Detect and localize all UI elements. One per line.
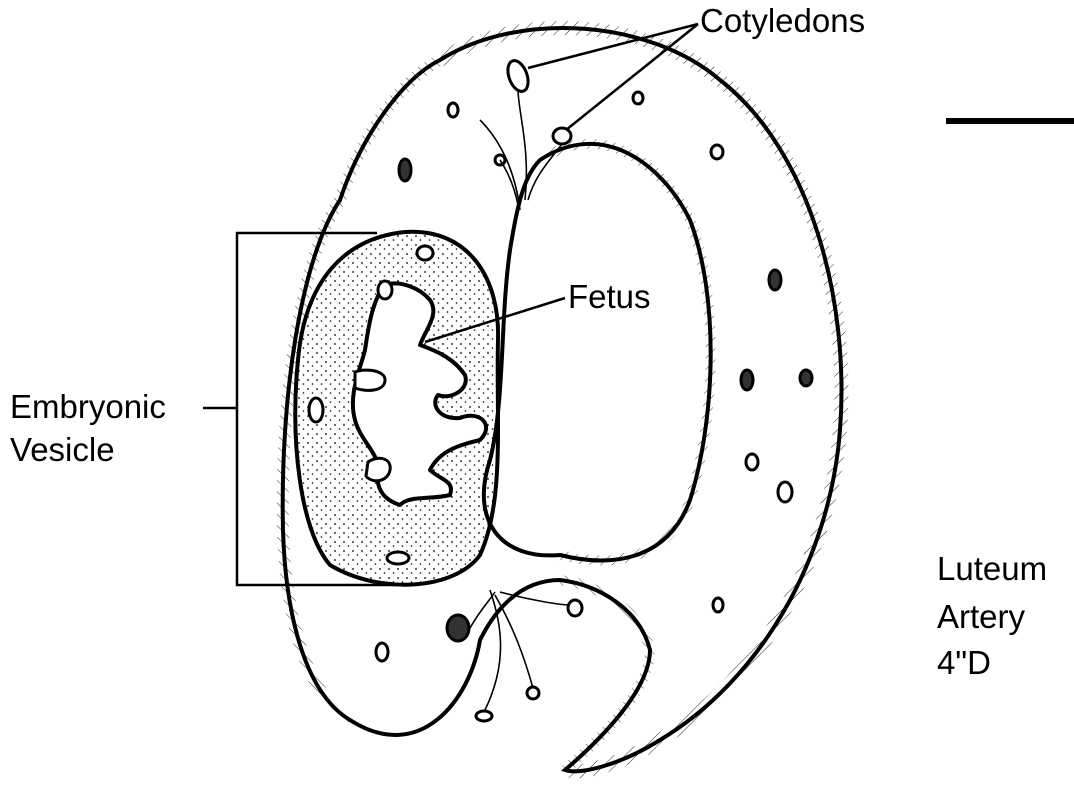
cotyledon [448, 103, 458, 117]
cotyledon [527, 687, 539, 699]
cotyledon [713, 598, 723, 612]
cotyledon [476, 711, 492, 721]
cotyledon [553, 128, 571, 144]
cotyledon [778, 482, 792, 502]
cotyledon [800, 370, 812, 386]
cotyledon [417, 246, 433, 260]
cotyledon [741, 370, 753, 390]
fetus-label: Fetus [568, 278, 651, 316]
cotyledon [711, 145, 723, 159]
fetus-limb [366, 458, 390, 481]
cutoff-text-diameter: 4"D [937, 644, 1074, 682]
cut-rule [946, 118, 1074, 124]
cotyledon [633, 92, 643, 104]
cutoff-text-luteum: Luteum [937, 550, 1074, 588]
embryonic-label: Embryonic [10, 388, 166, 426]
cutoff-text-artery: Artery [937, 598, 1074, 636]
cotyledon [568, 600, 582, 616]
cotyledon [387, 552, 409, 564]
cotyledon [399, 159, 411, 181]
cotyledon [746, 454, 758, 470]
cotyledon [309, 398, 323, 422]
cotyledon [447, 615, 469, 641]
inner-hatching [540, 144, 711, 561]
vesicle-label: Vesicle [10, 431, 115, 469]
cotyledons-label: Cotyledons [700, 2, 865, 40]
fetus-limb [355, 370, 385, 390]
cotyledon [378, 281, 392, 299]
cotyledon [769, 270, 781, 290]
cotyledon [376, 643, 388, 661]
